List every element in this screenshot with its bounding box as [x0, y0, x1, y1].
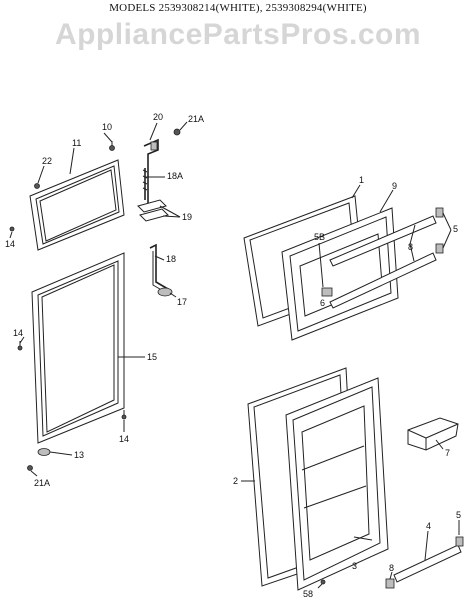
callout-5-top: 5: [453, 224, 458, 234]
dairy-door-bin-7[interactable]: [407, 417, 459, 451]
freezer-door-gasket[interactable]: [29, 159, 125, 251]
watermark: AppliancePartsPros.com: [54, 18, 422, 51]
callout-8-bottom: 8: [389, 563, 394, 573]
fresh-food-door-gasket[interactable]: [31, 252, 125, 444]
callout-58: 58: [303, 589, 313, 599]
callout-5-bottom: 5: [456, 510, 461, 520]
callout-8: 8: [408, 242, 413, 252]
callout-9: 9: [392, 181, 397, 191]
callout-21a-bottom: 21A: [34, 478, 50, 488]
callout-18: 18: [166, 254, 176, 264]
callout-20: 20: [153, 112, 163, 122]
freezer-door-shelf-6[interactable]: [321, 287, 333, 297]
shelf-end-cap-5-upper[interactable]: [435, 207, 444, 218]
shelf-end-cap-8-bottom[interactable]: [385, 578, 395, 589]
screw-58[interactable]: [320, 579, 326, 585]
freezer-door-liner[interactable]: [281, 207, 399, 341]
callout-3: 3: [352, 561, 357, 571]
top-hinge-20[interactable]: [143, 138, 159, 206]
shelf-end-cap-5-lower[interactable]: [435, 243, 444, 254]
freezer-shelf-bar-upper[interactable]: [329, 215, 437, 267]
callout-14-left: 14: [13, 328, 23, 338]
callout-2: 2: [233, 476, 238, 486]
screw-14-lower[interactable]: [121, 410, 127, 420]
door-shelf-bar-4[interactable]: [393, 544, 462, 583]
hinge-pin-18a[interactable]: [142, 168, 148, 200]
hinge-shim-19[interactable]: [137, 199, 169, 222]
freezer-shelf-bar-lower[interactable]: [329, 252, 437, 309]
hinge-cover-17[interactable]: [157, 287, 173, 297]
screw-14-upper[interactable]: [9, 226, 15, 232]
shelf-end-cap-5-bottom[interactable]: [455, 536, 464, 547]
callout-7: 7: [445, 448, 450, 458]
screw-10[interactable]: [109, 141, 115, 151]
callout-18a: 18A: [167, 171, 183, 181]
callout-4: 4: [426, 521, 431, 531]
fresh-food-door-liner[interactable]: [285, 377, 389, 591]
screw-14-left[interactable]: [17, 341, 23, 351]
callout-1: 1: [359, 175, 364, 185]
callout-17: 17: [177, 297, 187, 307]
callout-22: 22: [42, 156, 52, 166]
callout-11: 11: [72, 138, 81, 148]
callout-5b: 5B: [314, 232, 325, 242]
leader-lines: [9, 121, 460, 589]
models-header: MODELS 2539308214(WHITE), 2539308294(WHI…: [109, 2, 367, 14]
screw-21a-top[interactable]: [173, 128, 181, 136]
callout-6: 6: [320, 298, 325, 308]
screw-21a-bottom[interactable]: [27, 465, 33, 471]
callout-19: 19: [182, 212, 192, 222]
callout-13: 13: [74, 450, 84, 460]
callout-10: 10: [102, 122, 112, 132]
hinge-bushing-13[interactable]: [37, 448, 51, 456]
screw-22[interactable]: [34, 183, 40, 189]
callout-21a-top: 21A: [188, 114, 204, 124]
callout-15: 15: [147, 352, 157, 362]
callout-14-upper: 14: [5, 239, 15, 249]
callout-14-lower: 14: [119, 434, 129, 444]
center-hinge-18[interactable]: [149, 243, 169, 293]
